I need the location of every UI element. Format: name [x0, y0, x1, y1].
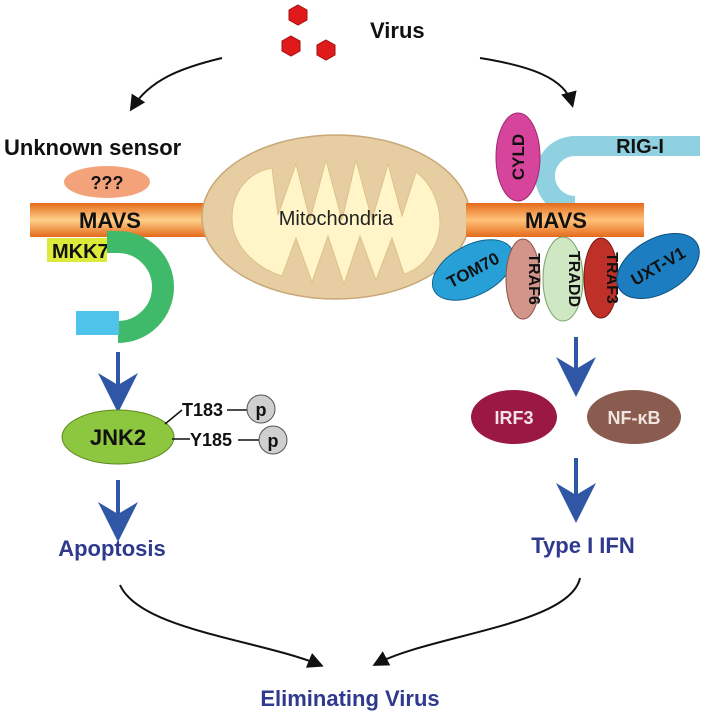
- virus-icon: [281, 4, 336, 61]
- unknown-sensor-label: ???: [91, 173, 124, 193]
- nfkb-label: NF-κB: [607, 408, 660, 428]
- cyld-oval: [495, 112, 541, 202]
- arrow-virus-to-left: [129, 57, 223, 112]
- nfkb-oval: [587, 390, 681, 444]
- phospho-badge-1-label: p: [256, 400, 267, 420]
- phospho-site-1: T183: [182, 400, 223, 420]
- eliminating-virus-label: Eliminating Virus: [260, 686, 439, 711]
- mitochondria: [201, 134, 471, 300]
- mavs-left-label: MAVS: [79, 208, 141, 233]
- uxt-v1-oval: [616, 233, 700, 299]
- arrow-apoptosis-to-eliminate: [119, 584, 324, 668]
- virus-label: Virus: [370, 18, 425, 43]
- mkk7-label: MKK7: [52, 241, 109, 263]
- apoptosis-label: Apoptosis: [58, 536, 166, 561]
- type-i-ifn-label: Type I IFN: [531, 533, 635, 558]
- unknown-sensor-title: Unknown sensor: [4, 135, 182, 160]
- mkk7-block: [47, 238, 107, 262]
- mitochondria-label: Mitochondria: [279, 208, 394, 230]
- irf3-label: IRF3: [494, 408, 533, 428]
- rig-i-label: RIG-I: [616, 136, 664, 158]
- phospho-connector-1: [164, 409, 183, 425]
- unknown-sensor-oval: [64, 166, 150, 198]
- phospho-badge-2-label: p: [268, 431, 279, 451]
- mkk7-hook: [117, 231, 174, 343]
- cyld-label: CYLD: [509, 134, 528, 180]
- arrow-virus-to-right: [479, 57, 577, 108]
- phospho-badge-1: [246, 394, 276, 424]
- tradd-label: TRADD: [565, 251, 582, 307]
- irf3-oval: [471, 390, 557, 444]
- jnk2-oval: [61, 409, 175, 465]
- traf6-label: TRAF6: [525, 253, 542, 305]
- arrow-ifn-to-eliminate: [372, 577, 581, 666]
- traf6-oval: [505, 238, 541, 320]
- traf3-label: TRAF3: [603, 252, 620, 304]
- jnk2-label: JNK2: [90, 425, 146, 450]
- mavs-right-label: MAVS: [525, 208, 587, 233]
- phospho-site-2: Y185: [190, 430, 232, 450]
- mavs-bar-right: [466, 203, 644, 237]
- mkk7-hook-end: [76, 311, 119, 335]
- phospho-badge-2: [258, 425, 288, 455]
- tradd-oval: [542, 236, 584, 322]
